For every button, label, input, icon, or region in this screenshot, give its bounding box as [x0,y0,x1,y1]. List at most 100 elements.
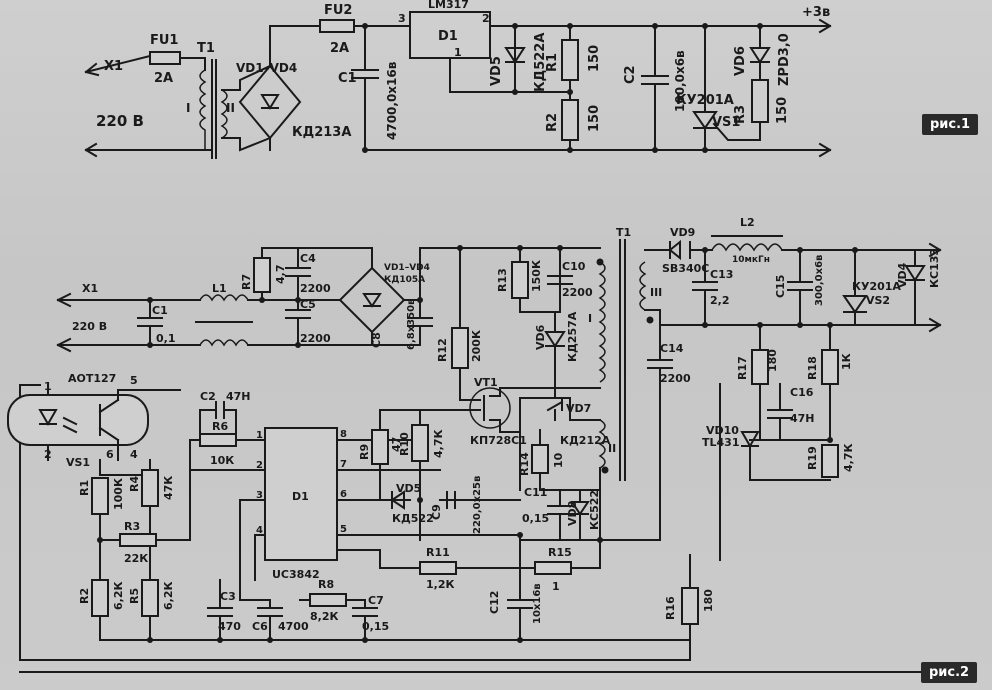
fig2-label-vt1: VT1 [474,376,498,389]
fig2-label-c3: C3 [220,590,236,603]
fig2-label-c7: C7 [368,594,384,607]
fig1-fu2-fuse [319,19,355,33]
fig2-label-vs2t: КУ201А [852,280,901,293]
fig1-label-fu1v: 2А [154,71,173,86]
fig2-label-r3: R3 [124,520,140,533]
fig1-fu1-fuse [149,51,181,65]
fig2-label-r7: R7 [240,274,253,290]
fig1-label-d1: D1 [438,29,458,44]
fig2-label-c11: C11 [524,486,547,499]
fig2-label-c8v: 6,8х350в [406,299,417,350]
fig2-label-r8: R8 [318,578,334,591]
fig2-r18-resistor [821,349,839,385]
fig1-label-r1: R1 [545,53,560,72]
fig1-caption: рис.1 [922,114,979,135]
fig2-label-p5: 5 [130,374,138,387]
fig2-r10-resistor [411,424,429,462]
fig1-label-fu2: FU2 [324,3,352,18]
fig1-label-w1: I [186,101,190,115]
fig2-label-c13: C13 [710,268,733,281]
fig1-label-vd5: VD5 [489,56,504,86]
fig2-label-vd9t: SB340C [662,262,709,275]
fig1-label-vs1t: КУ201А [676,93,734,108]
fig2-label-c15: C15 [774,275,787,298]
fig2-label-vd5t: КД522 [392,512,434,525]
fig2-label-r9: R9 [358,444,371,460]
fig2-r1-resistor [91,477,109,515]
fig1-label-r2v: 150 [587,105,602,132]
fig2-label-c16v: 47Н [790,412,815,425]
fig2-label-ic: UC3842 [272,568,320,581]
fig2-optocoupler [7,394,149,446]
fig1-label-w2: II [226,101,235,115]
fig2-label-c16: C16 [790,386,814,399]
fig2-label-p4: 4 [130,448,138,461]
fig2-label-r19v: 4,7К [842,444,855,472]
fig1-label-fu1: FU1 [150,33,178,48]
fig2-label-c13v: 2,2 [710,294,730,307]
fig1-label-r3v: 150 [775,97,790,124]
fig2-label-r5v: 6,2К [162,582,175,610]
fig2-label-wI: I [588,312,592,325]
fig2-label-p1: 1 [44,380,52,393]
fig1-label-x1: X1 [104,59,123,74]
fig2-label-c1v: 0,1 [156,332,176,345]
fig2-label-vd6: VD6 [534,324,547,350]
fig2-label-ip1: 1 [256,430,263,441]
fig2-label-vt1t: КП728С1 [470,434,527,447]
fig2-r9-resistor [371,429,389,465]
fig2-label-vs2: VS2 [866,294,890,307]
fig2-label-r15: R15 [548,546,572,559]
fig2-label-r5: R5 [128,588,141,604]
fig2-label-c10: C10 [562,260,586,273]
fig2-label-r10: R10 [398,432,411,456]
fig2-label-c6: C6 [252,620,268,633]
fig2-label-r10v: 4,7К [432,430,445,458]
fig2-label-vs1: VS1 [66,456,90,469]
fig1-label-pin1: 1 [454,46,462,59]
fig2-r19-resistor [821,444,839,478]
fig2-label-r15v: 1 [552,580,560,593]
fig2-label-r9v: 47 [390,437,403,452]
fig2-label-p6: 6 [106,448,114,461]
fig1-label-vd5t: КД522А [533,33,548,92]
fig2-r3-resistor [119,533,157,547]
fig2-label-d1: D1 [292,490,309,503]
fig1-label-c2: C2 [623,65,638,84]
fig2-circuit [7,235,942,673]
fig1-label-reg: LM317 [428,0,469,11]
fig2-label-l2v: 10мкГн [732,255,770,265]
fig1-label-c1: C1 [338,71,357,86]
fig1-label-vd6t: ZPD3,0 [777,33,792,86]
fig2-label-r16: R16 [664,596,677,620]
fig2-label-bridge: VD1–VD4 [384,263,430,273]
fig2-label-vd9: VD9 [670,226,695,239]
fig2-label-vd7t: КД212А [560,434,611,447]
fig1-label-c2v: 100,0х6в [673,50,687,112]
fig2-label-l1: L1 [212,282,227,295]
fig2-r12-resistor [451,327,469,369]
fig2-label-c9: C9 [430,504,443,520]
fig2-label-ip4: 4 [256,525,263,536]
fig1-label-mains: 220 В [96,112,144,130]
fig2-label-u1: АОТ127 [68,372,116,385]
fig2-label-ip5: 5 [340,524,347,535]
fig1-r2-resistor [561,99,579,141]
fig2-label-r2: R2 [78,588,91,604]
fig2-label-c3v: 470 [218,620,241,633]
fig2-label-r12: R12 [436,338,449,362]
fig2-label-r4: R4 [128,476,141,492]
fig2-label-c15v: 300,0х6в [814,255,825,306]
fig2-label-mains: 220 В [72,320,107,333]
fig2-label-wIII: III [650,286,662,299]
fig2-label-t1: T1 [616,226,631,239]
fig2-label-c11v: 0,15 [522,512,549,525]
fig2-label-r11v: 1,2К [426,578,454,591]
fig2-label-l2: L2 [740,216,755,229]
fig2-labels: X1 220 В C1 0,1 L1 R7 4,7 C4 2200 C5 220… [44,216,941,633]
fig2-label-c14v: 2200 [660,372,691,385]
fig2-r5-resistor [141,579,159,617]
fig2-label-c2v: 47Н [226,390,251,403]
fig1-label-vd6: VD6 [733,46,748,76]
